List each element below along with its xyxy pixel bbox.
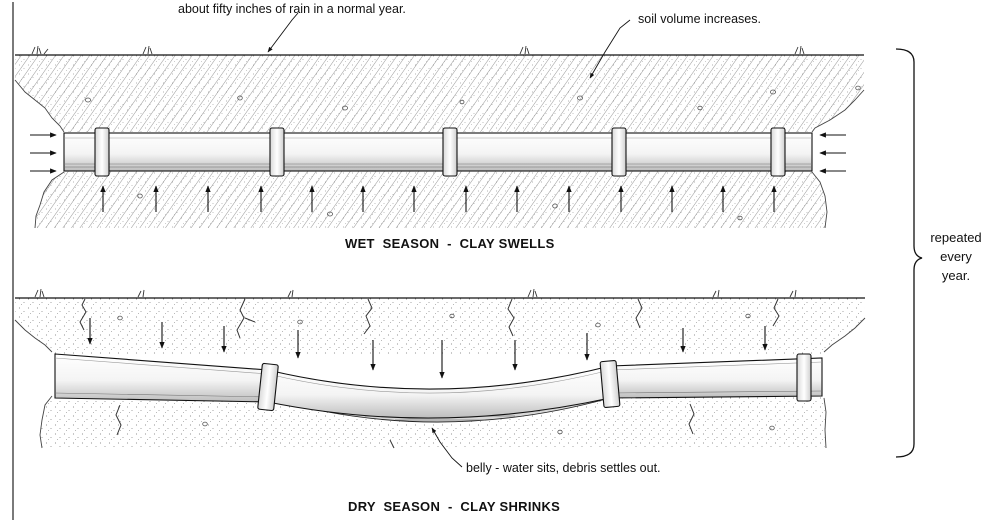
repeated-every-year-line2: every [940,249,972,264]
rain-annotation: about fifty inches of rain in a normal y… [178,2,406,16]
soil-volume-annotation: soil volume increases. [638,12,761,26]
soil-volume-leader-line [589,19,631,79]
wet-side-arrows [30,132,846,174]
wet-upward-arrows [100,185,777,212]
rain-leader-line [267,12,299,53]
dry-pipe-joints [257,353,812,412]
dry-season-panel: belly - water sits, debris settles out. … [14,288,870,514]
dry-pipe [54,353,823,423]
belly-annotation: belly - water sits, debris settles out. [466,461,661,475]
belly-leader-line [431,427,463,468]
repeated-every-year-line3: year. [942,268,970,283]
wet-pipe [63,127,813,177]
dry-soil-stipple [15,298,865,356]
repeat-brace [895,48,923,458]
wet-season-caption: WET SEASON - CLAY SWELLS [345,236,555,251]
wet-pipe-joints [94,127,786,177]
repeated-every-year-line1: repeated [930,230,981,245]
dry-downward-arrows [87,318,768,379]
dry-season-caption: DRY SEASON - CLAY SHRINKS [348,499,560,514]
wet-season-panel: about fifty inches of rain in a normal y… [14,2,870,251]
soil-cracks [79,298,780,449]
